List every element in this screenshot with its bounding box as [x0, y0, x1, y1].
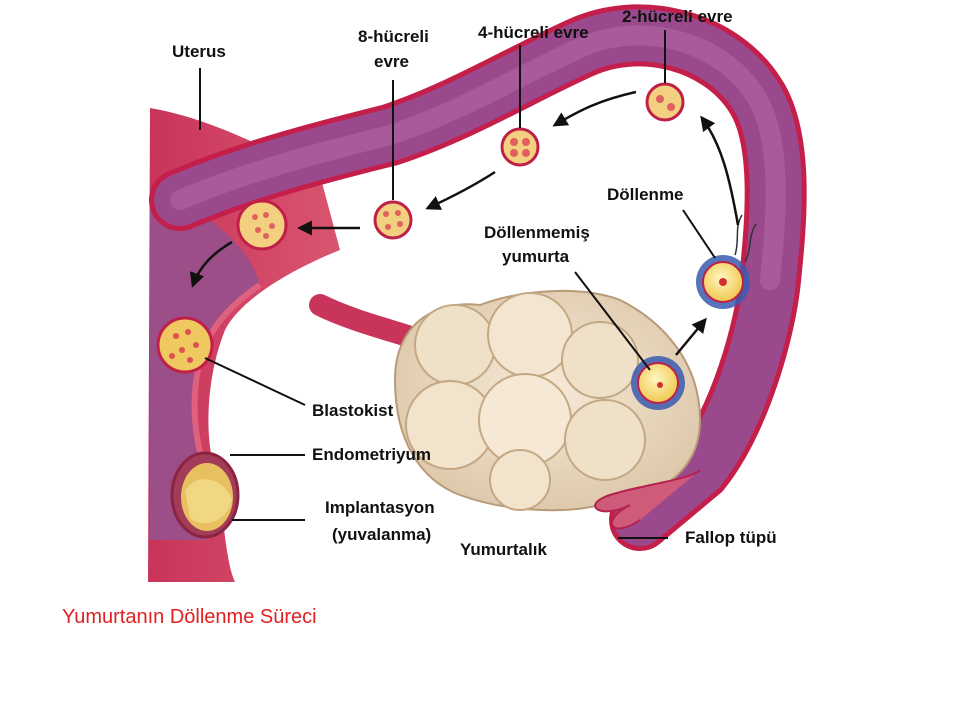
label-endometrium: Endometriyum	[312, 445, 431, 464]
label-implantation-line2: (yuvalanma)	[332, 525, 431, 544]
two-cell-embryo	[645, 82, 685, 122]
leader-blastocyst	[204, 357, 306, 406]
label-ovary: Yumurtalık	[460, 540, 547, 559]
label-four-cell: 4-hücreli evre	[478, 23, 589, 42]
arrow-four-cell-to-eight-cell	[425, 170, 496, 210]
unfertilized-egg	[631, 356, 685, 410]
arrow-fertilization-to-two-cell	[700, 115, 740, 226]
label-unfertilized-line1: Döllenmemiş	[484, 223, 590, 242]
label-fertilization: Döllenme	[607, 185, 684, 204]
leader-unfertilized	[574, 271, 651, 371]
label-eight-cell-line1: 8-hücreli	[358, 27, 429, 46]
label-implantation-line1: Implantasyon	[325, 498, 435, 517]
arrow-ovary-to-fertilization	[675, 317, 707, 356]
arrow-two-cell-to-four-cell	[552, 90, 637, 127]
fallopian-tube-inner	[170, 25, 786, 290]
label-fallopian-tube: Fallop tüpü	[685, 528, 777, 547]
implanting-blastocyst	[170, 451, 240, 539]
figure-caption: Yumurtanın Döllenme Süreci	[62, 606, 317, 628]
fimbriae	[594, 469, 701, 530]
arrow-morula-to-blastocyst	[189, 240, 233, 288]
fertilized-egg	[696, 214, 757, 309]
label-two-cell: 2-hücreli evre	[622, 7, 733, 26]
label-uterus: Uterus	[172, 42, 226, 61]
label-unfertilized-line2: yumurta	[502, 247, 570, 266]
ovary	[393, 289, 702, 512]
label-blastocyst: Blastokist	[312, 401, 394, 420]
uterine-cavity	[150, 188, 260, 540]
label-eight-cell-line2: evre	[374, 52, 409, 71]
eight-cell-embryo	[373, 200, 413, 240]
leader-fertilization	[682, 209, 716, 259]
blastocyst-cell	[156, 316, 214, 374]
four-cell-embryo	[500, 127, 540, 167]
morula-cell	[236, 199, 288, 251]
